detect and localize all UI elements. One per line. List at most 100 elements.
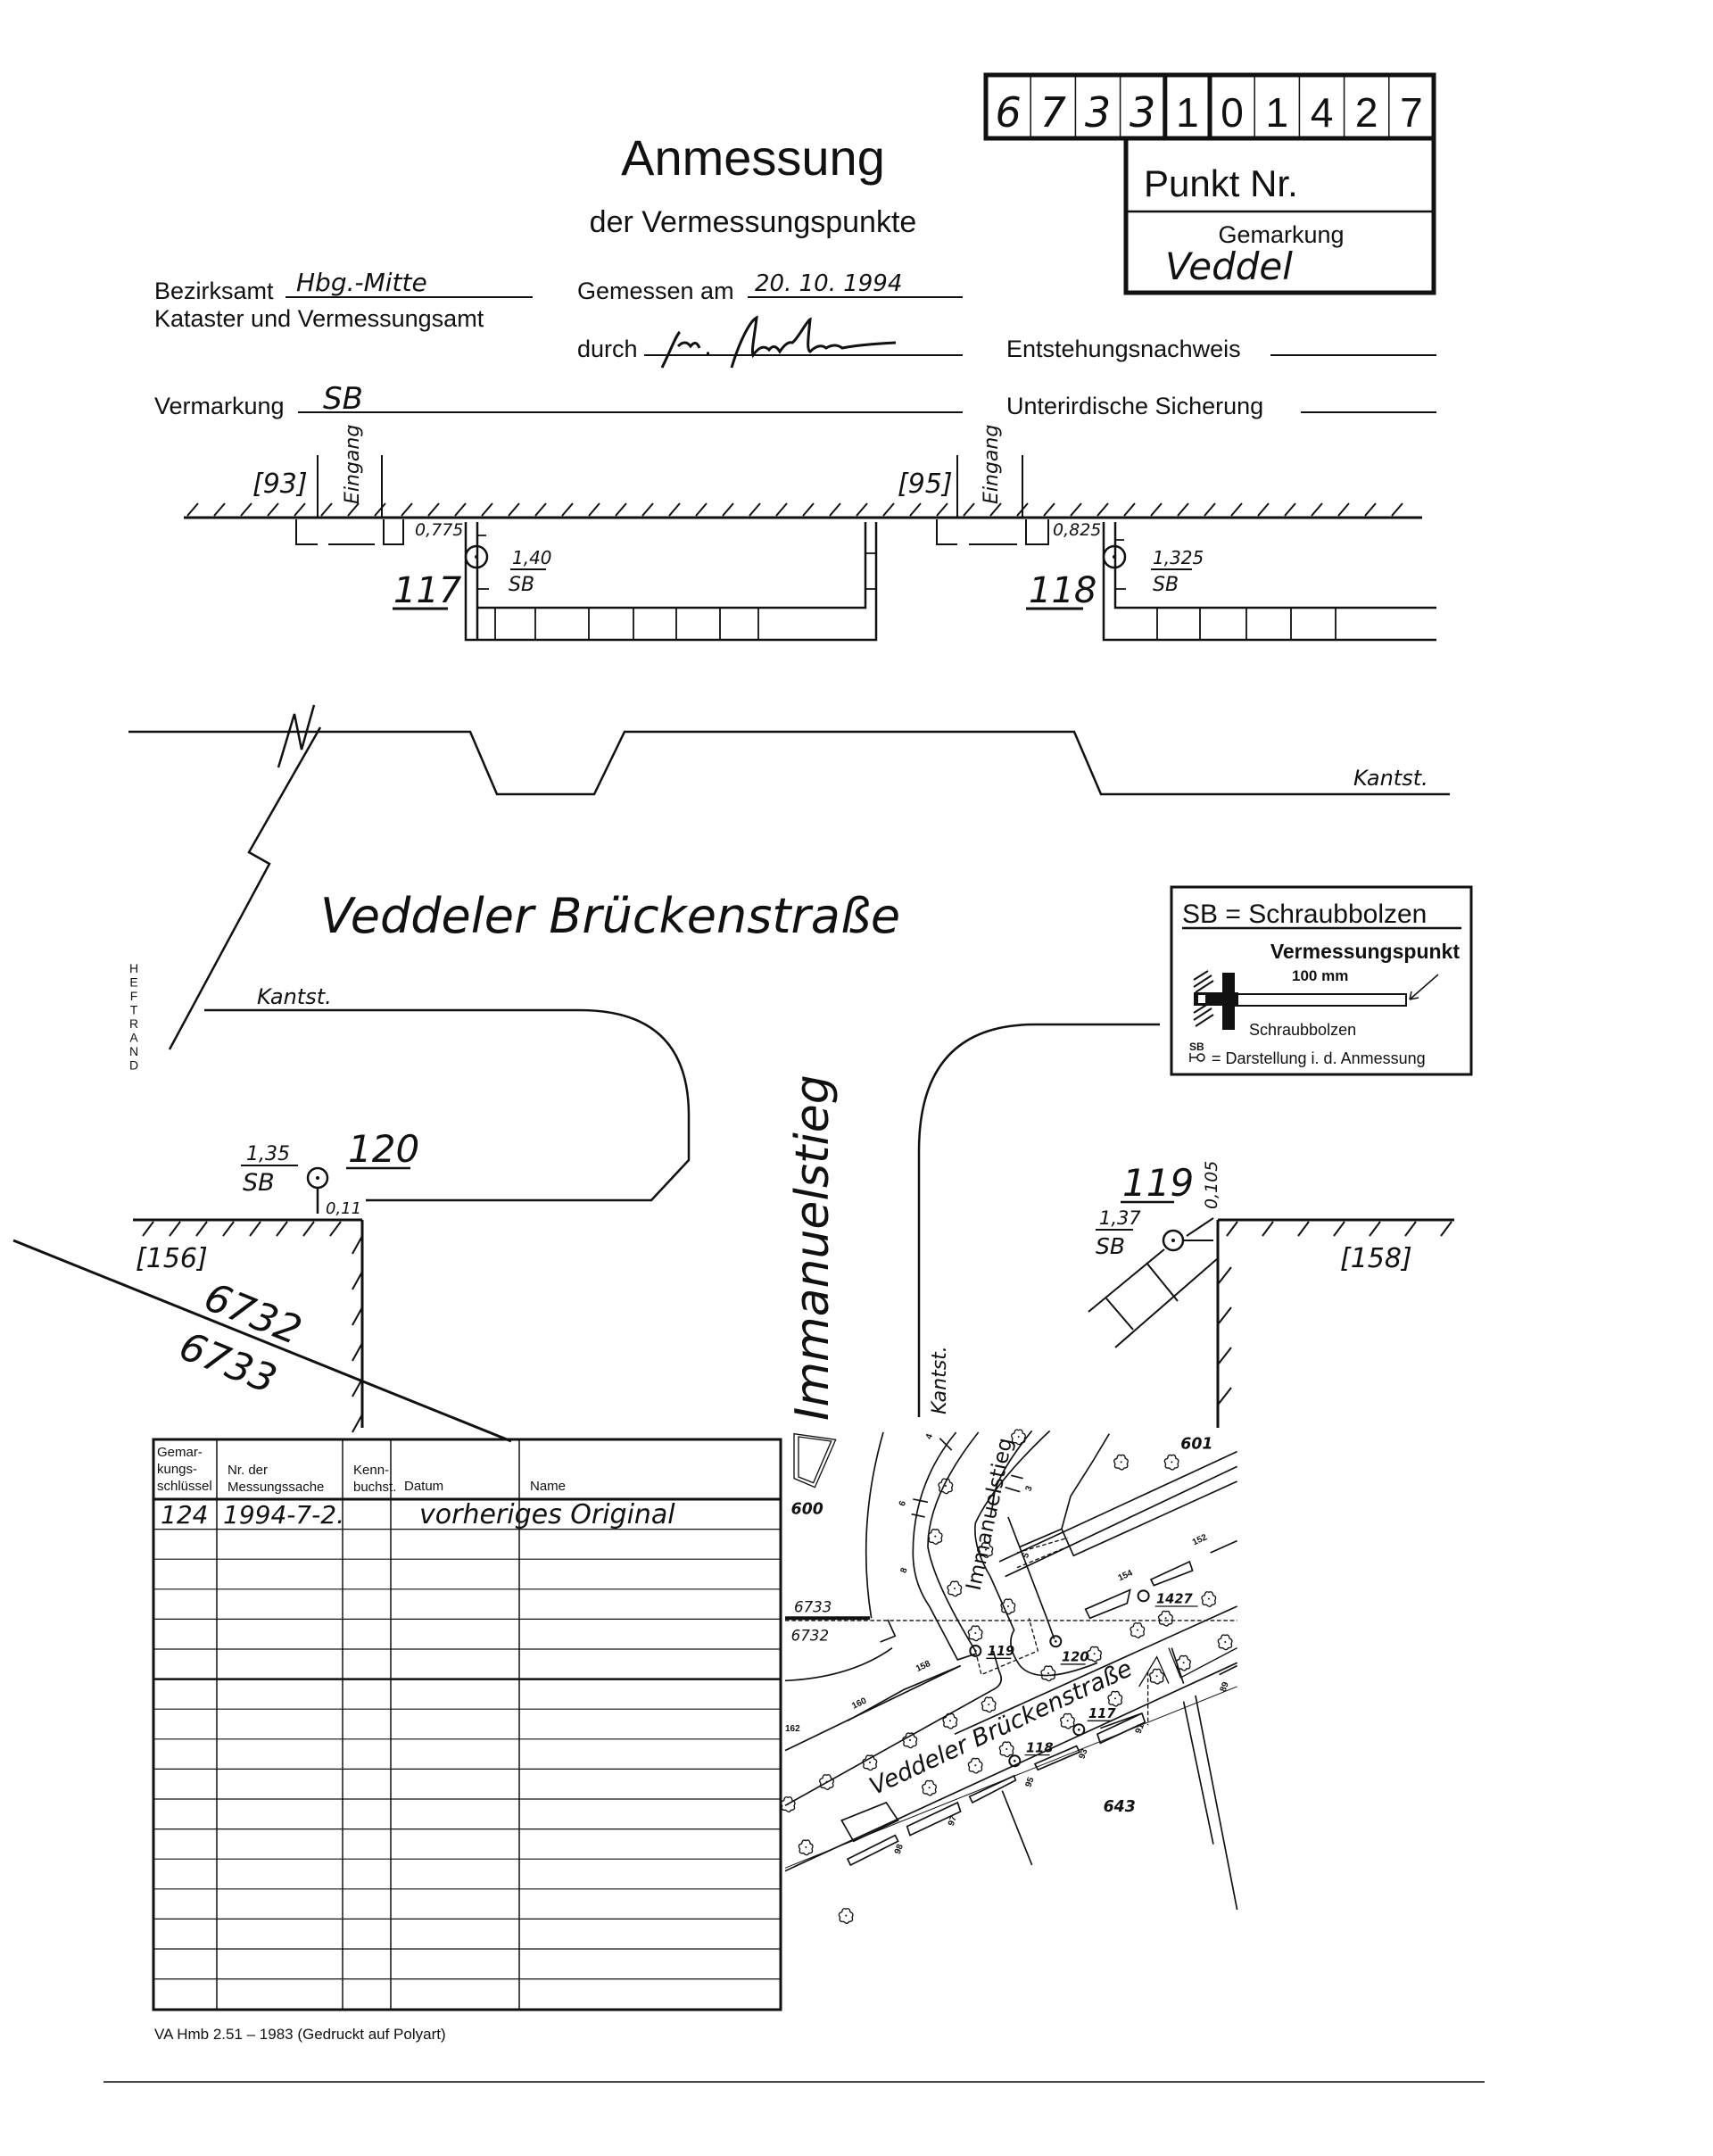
doc-number-digit: 3 — [1085, 88, 1111, 137]
map-street-side: Immanuelstieg — [961, 1436, 1018, 1593]
map-point-label: 118 — [1026, 1740, 1054, 1755]
bezirksamt-value: Hbg.-Mitte — [296, 268, 427, 297]
svg-text:D: D — [129, 1058, 138, 1073]
hatch-mark — [1226, 1221, 1238, 1237]
map-parcel-6733: 6733 — [794, 1599, 832, 1616]
hatch-mark — [352, 1271, 363, 1290]
hatch-mark — [775, 502, 788, 517]
legend-bolt-label: Schraubbolzen — [1249, 1021, 1356, 1039]
svg-text:A: A — [129, 1031, 138, 1045]
gemessen-value: 20. 10. 1994 — [755, 270, 902, 297]
gemarkung-value: Veddel — [1165, 245, 1293, 288]
tree-icon — [780, 1796, 796, 1812]
doc-number-digit: 0 — [1221, 89, 1244, 136]
hatch-mark — [352, 1414, 363, 1433]
page-subtitle: der Vermessungspunkte — [590, 205, 917, 239]
hatch-mark — [963, 502, 975, 517]
tree-icon — [902, 1732, 918, 1749]
map-house-number: 97 — [947, 1814, 959, 1828]
hatch-mark — [1204, 502, 1216, 517]
kantst-label-1: Kantst. — [1353, 766, 1428, 791]
hatch-mark — [1096, 502, 1109, 517]
tree-icon — [1011, 1429, 1026, 1446]
map-survey-point-icon — [1049, 1635, 1063, 1648]
tree-icon — [1176, 1654, 1191, 1671]
page-title: Anmessung — [621, 129, 885, 186]
hatch-mark — [186, 502, 199, 517]
svg-text:T: T — [130, 1003, 138, 1017]
hatch-mark — [1150, 502, 1163, 517]
hatch-mark — [668, 502, 681, 517]
vermarkung-value: SB — [323, 381, 363, 417]
map-parcel-601: 601 — [1180, 1435, 1212, 1453]
tree-icon — [1217, 1634, 1233, 1651]
hatch-mark — [1177, 502, 1189, 517]
punkt-nr-box: Punkt Nr. Gemarkung Veddel — [1123, 136, 1436, 295]
hatch-mark — [1404, 1221, 1417, 1237]
p119-offset: 0,105 — [1202, 1161, 1221, 1209]
hatch-mark — [909, 502, 922, 517]
doc-number-digit: 1 — [1266, 89, 1289, 136]
tree-icon — [938, 1478, 954, 1495]
map-house-number: 6 — [898, 1499, 908, 1507]
doc-number-digit: 3 — [1130, 88, 1155, 137]
table-cell: vorheriges Original — [419, 1499, 675, 1530]
hatch-mark — [1337, 502, 1350, 517]
p120-offset: 0,11 — [326, 1199, 361, 1218]
map-house-number: 8 — [898, 1566, 909, 1574]
hatch-mark — [352, 1342, 363, 1362]
punkt-nr-label: Punkt Nr. — [1144, 162, 1298, 204]
hatch-mark — [588, 502, 600, 517]
tree-icon — [819, 1774, 834, 1790]
p118-number: 118 — [1029, 570, 1096, 611]
tree-icon — [981, 1696, 997, 1713]
map-point-label: 120 — [1062, 1650, 1089, 1665]
form-fields: Bezirksamt Hbg.-Mitte Kataster und Verme… — [154, 268, 1436, 419]
hatch-mark — [347, 502, 360, 517]
legend-dimension: 100 mm — [1292, 967, 1348, 984]
p119-type: SB — [1096, 1233, 1125, 1259]
table-cell: 1994-7-2. — [223, 1500, 344, 1530]
gemessen-label: Gemessen am — [577, 278, 734, 304]
hatch-mark — [1364, 502, 1377, 517]
hatch-mark — [1440, 1221, 1452, 1237]
svg-text:E: E — [129, 975, 137, 990]
legend-symbol-desc: = Darstellung i. d. Anmessung — [1212, 1049, 1426, 1067]
hatch-mark — [989, 502, 1002, 517]
tree-icon — [942, 1712, 958, 1729]
sb-symbol-icon — [1189, 1053, 1197, 1062]
p119-number: 119 — [1122, 1161, 1194, 1205]
bezirksamt-label: Bezirksamt — [154, 278, 274, 304]
hatch-mark — [352, 1235, 363, 1255]
house-number-93: [93] — [252, 469, 308, 500]
tree-icon — [1130, 1622, 1146, 1638]
map-house-number: 158 — [914, 1659, 932, 1674]
doc-number-digit: 2 — [1355, 89, 1378, 136]
tree-icon — [922, 1779, 937, 1796]
entstehung-label: Entstehungsnachweis — [1006, 336, 1241, 362]
hatch-mark — [1230, 502, 1243, 517]
hatch-mark — [1369, 1221, 1381, 1237]
hatch-mark — [856, 502, 868, 517]
hatch-mark — [294, 502, 306, 517]
p119-depth: 1,37 — [1099, 1207, 1141, 1229]
doc-number-digit: 1 — [1176, 89, 1199, 136]
map-house-number: 98 — [893, 1843, 906, 1856]
map-parcel-6732: 6732 — [791, 1627, 829, 1644]
legend-box: SB = Schraubbolzen Vermessungspunkt 100 … — [1170, 885, 1473, 1076]
unterirdisch-label: Unterirdische Sicherung — [1006, 393, 1263, 419]
tree-icon — [927, 1529, 943, 1545]
form-id-footer: VA Hmb 2.51 – 1983 (Gedruckt auf Polyart… — [154, 2026, 446, 2043]
hatch-mark — [249, 1221, 261, 1237]
hatch-mark — [508, 502, 520, 517]
table-header-2: Kenn-buchst. — [353, 1463, 396, 1495]
svg-text:H: H — [129, 961, 138, 975]
map-survey-point-icon — [1072, 1723, 1086, 1737]
hatch-mark — [1284, 502, 1296, 517]
street-main-label: Veddeler Brückenstraße — [320, 888, 900, 944]
p117-number: 117 — [393, 570, 462, 611]
table-header-3: Datum — [404, 1479, 443, 1494]
